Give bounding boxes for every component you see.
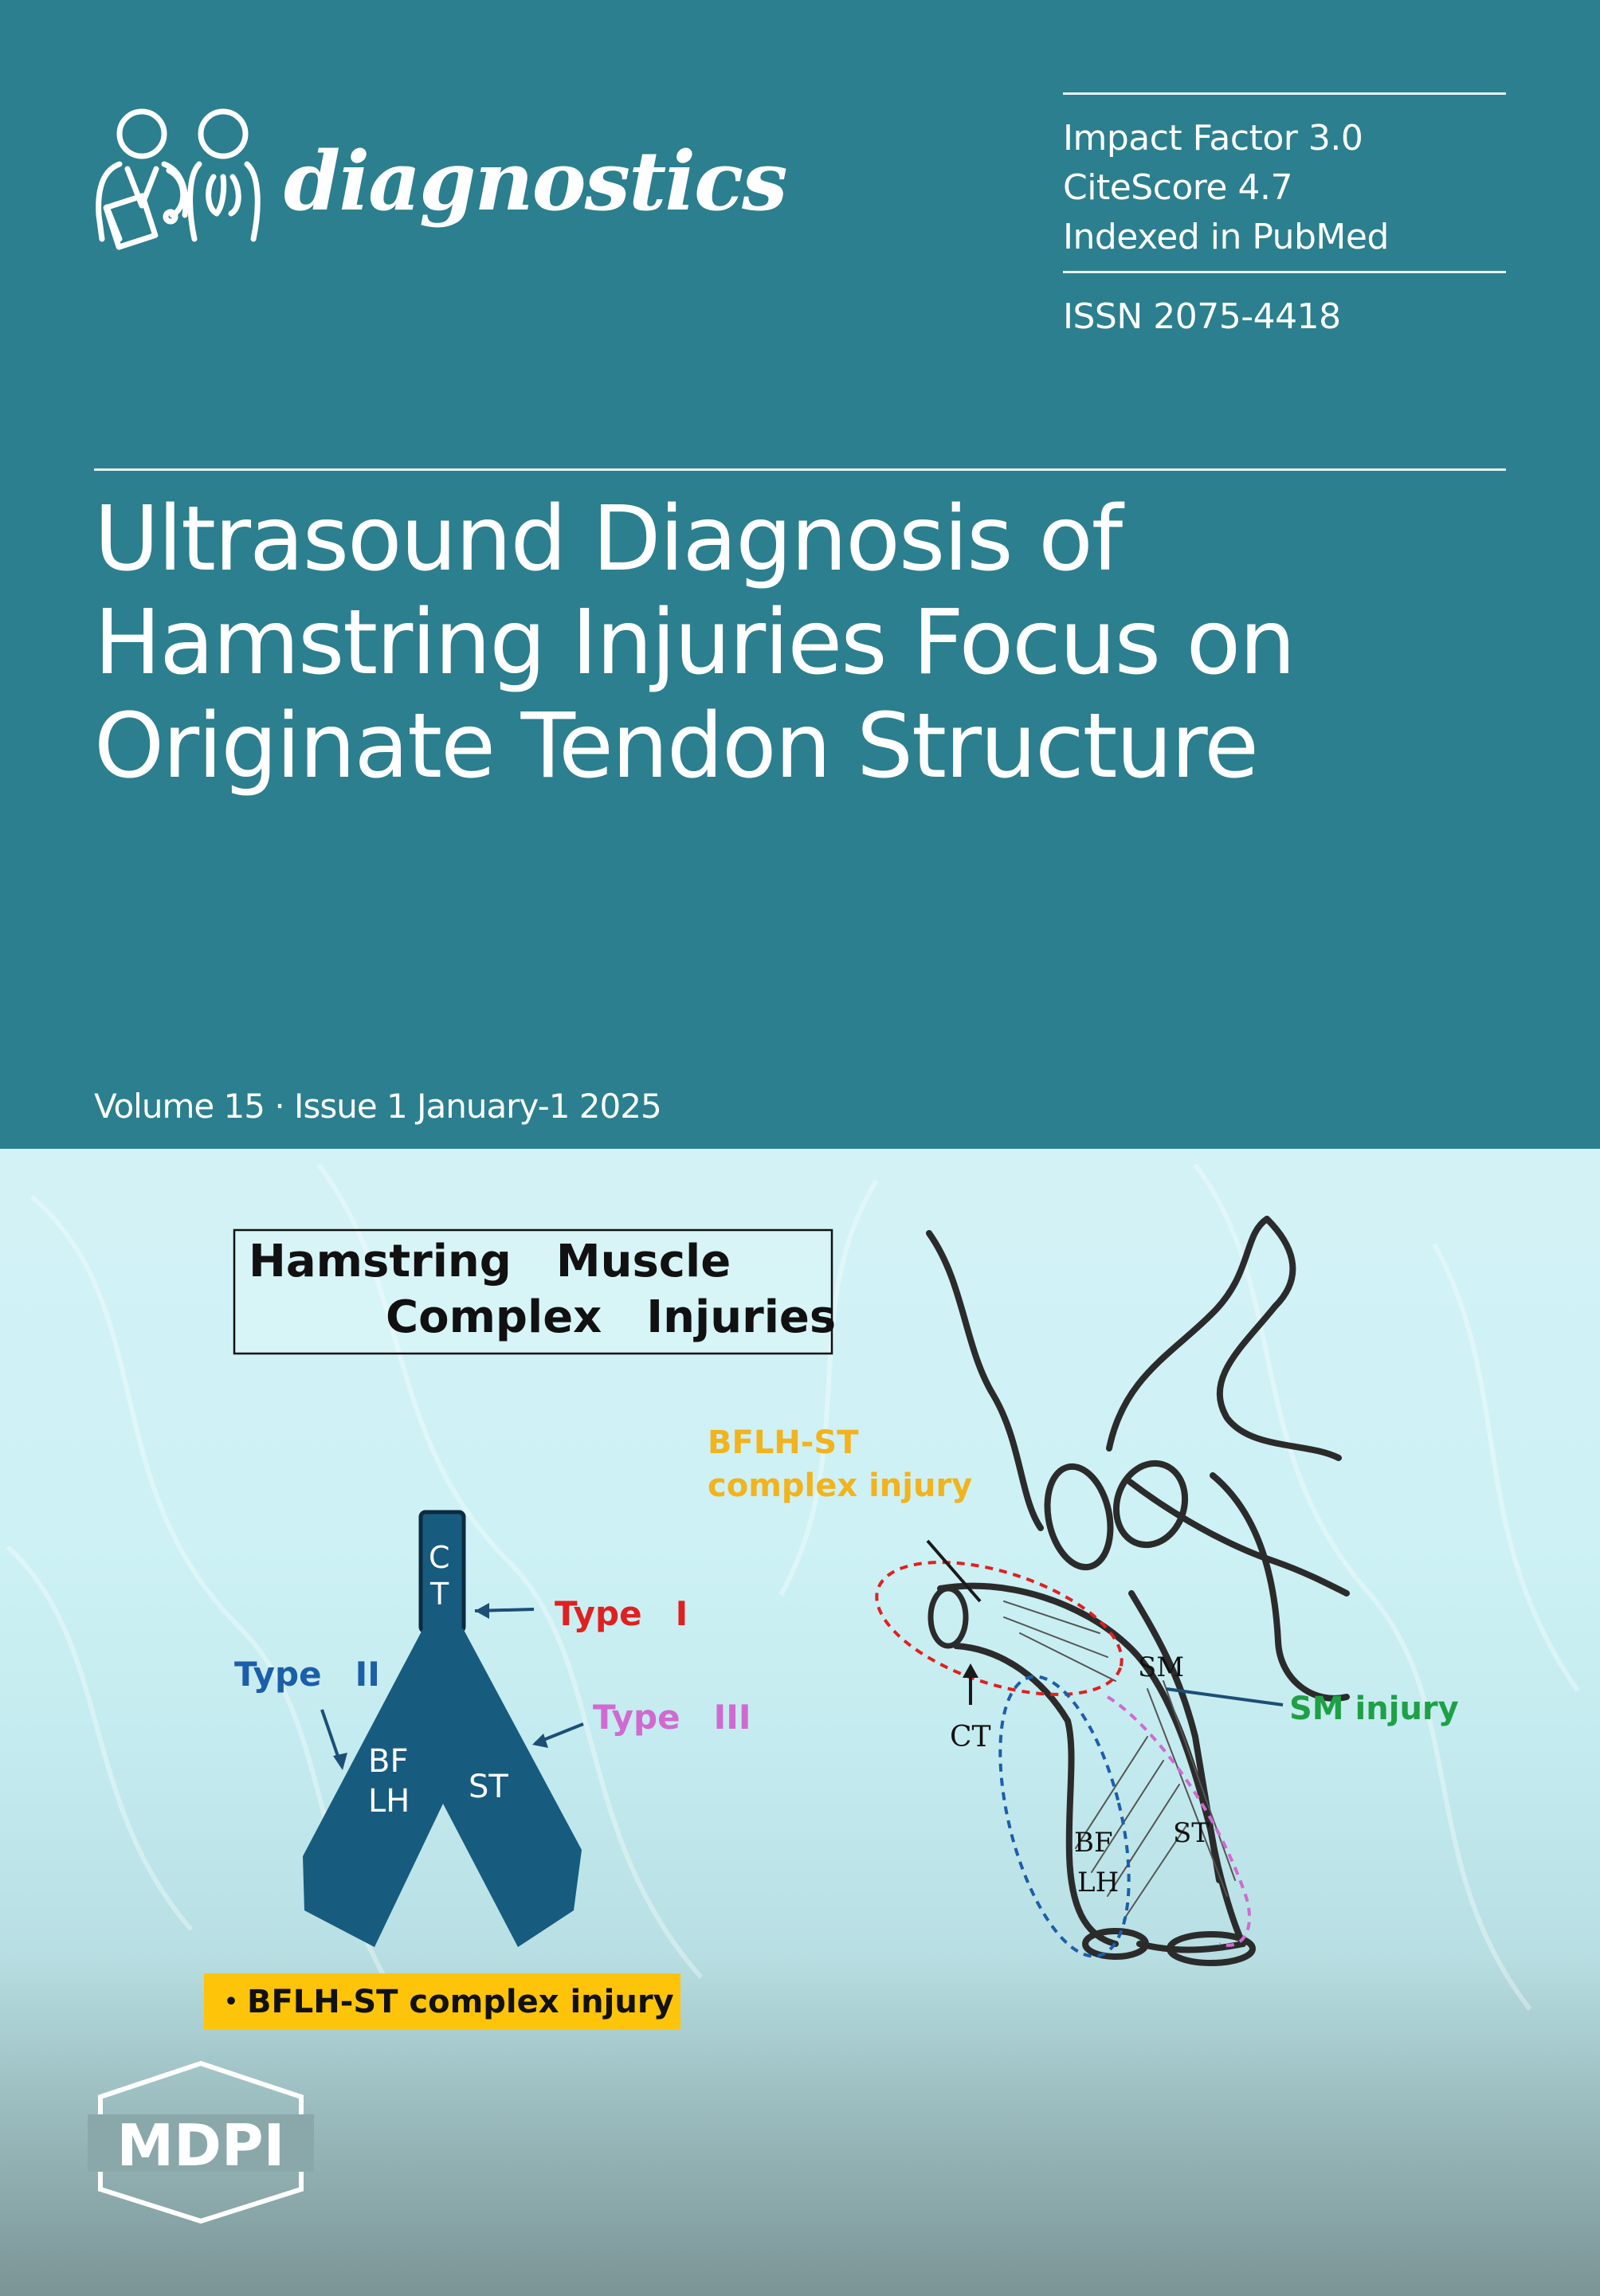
ct-label: CT <box>950 1721 991 1753</box>
title-line-1: Ultrasound Diagnosis of <box>94 488 1123 591</box>
type-ii-label: Type II <box>234 1655 380 1694</box>
type-ii-arrowhead <box>333 1753 347 1770</box>
sm-label: SM <box>1138 1651 1184 1683</box>
title-line-3: Originate Tendon Structure <box>94 695 1259 798</box>
bf-label: BF <box>1074 1827 1113 1859</box>
diagram-lh: LH <box>368 1783 410 1820</box>
citescore: CiteScore 4.7 <box>1063 167 1292 208</box>
sm-injury-label: SM injury <box>1289 1691 1459 1727</box>
bf-st-branches <box>303 1628 582 1947</box>
diagram-bf: BF <box>368 1743 408 1780</box>
type-iii-arrowhead <box>532 1734 548 1748</box>
metrics-bottom-rule <box>1063 271 1506 273</box>
metrics-top-rule <box>1063 92 1506 95</box>
type-i-label: Type I <box>555 1594 688 1633</box>
hamstring-illustration <box>926 1216 1350 1966</box>
figure-title-box <box>233 1228 833 1355</box>
ct-arrowhead <box>963 1663 978 1678</box>
issn: ISSN 2075-4418 <box>1063 296 1341 337</box>
cover-header <box>0 0 1600 1149</box>
title-rule <box>94 468 1506 471</box>
st-label: ST <box>1173 1817 1210 1849</box>
impact-factor: Impact Factor 3.0 <box>1063 118 1363 159</box>
volume-issue: Volume 15 · Issue 1 January-1 2025 <box>94 1087 662 1126</box>
complex-injury-label-2: complex injury <box>708 1467 972 1504</box>
diagram-ct-t: T <box>429 1577 449 1612</box>
sm-injury-pointer <box>1166 1687 1284 1706</box>
complex-pointer <box>926 1539 982 1603</box>
complex-injury-label-1: BFLH-ST <box>708 1424 859 1461</box>
indexed-in: Indexed in PubMed <box>1063 217 1389 257</box>
article-title: Ultrasound Diagnosis of Hamstring Injuri… <box>94 488 1528 798</box>
lh-label: LH <box>1077 1867 1119 1898</box>
figure-title-line-2: Complex Injuries <box>386 1291 836 1343</box>
y-tendon-diagram: C T BF LH ST <box>303 1510 582 1947</box>
type-i-arrowhead <box>475 1603 489 1619</box>
title-line-2: Hamstring Injuries Focus on <box>94 591 1296 695</box>
type-iii-label: Type III <box>593 1698 751 1737</box>
badge-background <box>204 1973 680 2029</box>
journal-name: diagnostics <box>284 134 787 229</box>
mdpi-logo-icon: MDPI <box>88 2060 314 2224</box>
cover-figure-background <box>0 1149 1600 2296</box>
st-injury-region <box>1106 1695 1251 1947</box>
bflh-injury-region <box>998 1675 1131 1958</box>
figure-title-line-1: Hamstring Muscle <box>249 1236 731 1287</box>
publisher-name: MDPI <box>117 2112 285 2179</box>
badge-text: ・BFLH-ST complex injury <box>215 1984 674 2020</box>
diagram-ct-c: C <box>429 1540 450 1575</box>
diagram-st: ST <box>469 1769 508 1805</box>
